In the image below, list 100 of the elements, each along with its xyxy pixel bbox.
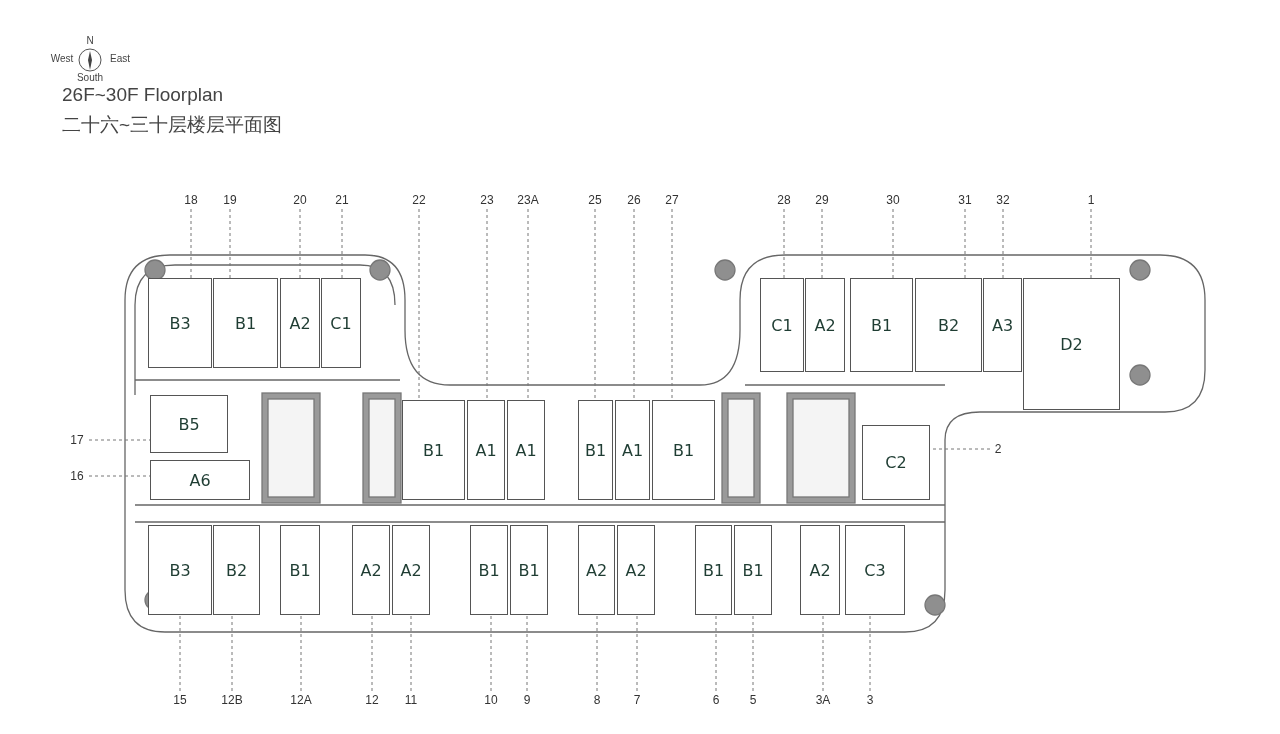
unit-type-label: B1 bbox=[289, 560, 311, 580]
leader-line bbox=[527, 208, 529, 401]
apartment-unit bbox=[280, 525, 320, 615]
subtitle: 二十六~三十层楼层平面图 bbox=[62, 113, 283, 137]
unit-number: 31 bbox=[958, 193, 972, 207]
unit-number: 28 bbox=[777, 193, 791, 207]
unit-type-label: B1 bbox=[742, 560, 764, 580]
unit-type-label: A2 bbox=[814, 315, 836, 335]
leader-line bbox=[371, 614, 373, 692]
leader-line bbox=[869, 614, 871, 692]
apartment-unit bbox=[862, 425, 930, 500]
unit-type-label: C1 bbox=[330, 313, 352, 333]
unit-number: 25 bbox=[588, 193, 602, 207]
unit-number: 15 bbox=[173, 693, 187, 707]
leader-line bbox=[596, 614, 598, 692]
unit-type-label: B1 bbox=[672, 440, 695, 460]
unit-type-label: B1 bbox=[478, 560, 500, 580]
apartment-unit bbox=[850, 278, 913, 372]
unit-number: 21 bbox=[335, 193, 349, 207]
leader-line bbox=[822, 614, 824, 692]
apartment-unit bbox=[507, 400, 545, 500]
unit-type-label: A1 bbox=[515, 440, 537, 460]
leader-line bbox=[671, 208, 673, 401]
apartment-unit bbox=[983, 278, 1022, 372]
leader-line bbox=[190, 208, 192, 279]
unit-type-label: A2 bbox=[289, 313, 311, 333]
apartment-unit bbox=[800, 525, 840, 615]
apartment-unit bbox=[760, 278, 804, 372]
apartment-unit bbox=[734, 525, 772, 615]
unit-type-label: A1 bbox=[475, 440, 497, 460]
apartment-unit bbox=[845, 525, 905, 615]
leader-line bbox=[418, 208, 420, 401]
unit-number: 20 bbox=[293, 193, 307, 207]
unit-type-label: A6 bbox=[189, 470, 211, 490]
leader-line bbox=[594, 208, 596, 401]
unit-type-label: B1 bbox=[518, 560, 540, 580]
apartment-unit bbox=[470, 525, 508, 615]
compass-letter: South bbox=[76, 72, 104, 83]
unit-type-label: B5 bbox=[178, 414, 200, 434]
unit-type-label: C3 bbox=[864, 560, 886, 580]
leader-line bbox=[964, 208, 966, 279]
unit-number: 5 bbox=[749, 693, 757, 707]
unit-number: 9 bbox=[523, 693, 531, 707]
apartment-unit bbox=[615, 400, 650, 500]
unit-number: 17 bbox=[70, 433, 84, 447]
leader-line bbox=[783, 208, 785, 279]
unit-number: 11 bbox=[404, 693, 418, 707]
unit-type-label: A2 bbox=[400, 560, 422, 580]
unit-type-label: B1 bbox=[234, 313, 257, 333]
unit-type-label: B2 bbox=[225, 560, 248, 580]
apartment-unit bbox=[392, 525, 430, 615]
apartment-unit bbox=[150, 460, 250, 500]
apartment-unit bbox=[1023, 278, 1120, 410]
unit-type-label: B1 bbox=[584, 440, 607, 460]
unit-number: 29 bbox=[815, 193, 829, 207]
leader-line bbox=[410, 614, 412, 692]
unit-number: 3A bbox=[815, 693, 831, 707]
apartment-unit bbox=[510, 525, 548, 615]
apartment-unit bbox=[148, 525, 212, 615]
apartment-unit bbox=[402, 400, 465, 500]
unit-type-label: A1 bbox=[621, 440, 644, 460]
unit-number: 23A bbox=[517, 193, 539, 207]
apartment-unit bbox=[578, 400, 613, 500]
apartment-unit bbox=[148, 278, 212, 368]
unit-type-label: C2 bbox=[885, 453, 907, 472]
leader-line bbox=[231, 614, 233, 692]
unit-number: 30 bbox=[886, 193, 900, 207]
leader-line bbox=[341, 208, 343, 279]
unit-number: 26 bbox=[627, 193, 641, 207]
unit-type-label: A3 bbox=[991, 315, 1014, 335]
leader-line bbox=[821, 208, 823, 279]
compass-letter: N bbox=[86, 35, 94, 46]
leader-line bbox=[300, 614, 302, 692]
apartment-unit bbox=[213, 525, 260, 615]
unit-number: 6 bbox=[712, 693, 720, 707]
unit-number: 12A bbox=[290, 693, 312, 707]
unit-number: 1 bbox=[1087, 193, 1095, 207]
leader-line bbox=[1090, 208, 1092, 279]
apartment-unit bbox=[805, 278, 845, 372]
unit-number: 23 bbox=[480, 193, 494, 207]
apartment-unit bbox=[280, 278, 320, 368]
apartment-unit bbox=[352, 525, 390, 615]
unit-number: 32 bbox=[996, 193, 1010, 207]
leader-line bbox=[526, 614, 528, 692]
leader-line bbox=[486, 208, 488, 401]
leader-line bbox=[752, 614, 754, 692]
apartment-unit bbox=[652, 400, 715, 500]
unit-type-label: A2 bbox=[585, 560, 608, 580]
leader-line bbox=[179, 614, 181, 692]
unit-number: 8 bbox=[593, 693, 601, 707]
unit-number: 3 bbox=[866, 693, 874, 707]
unit-type-label: D2 bbox=[1060, 334, 1083, 354]
unit-number: 22 bbox=[412, 193, 426, 207]
leader-line bbox=[299, 208, 301, 279]
unit-type-label: B1 bbox=[870, 315, 893, 335]
leader-line bbox=[1002, 208, 1004, 279]
compass-letter: East bbox=[110, 53, 130, 64]
apartment-unit bbox=[467, 400, 505, 500]
apartment-unit bbox=[321, 278, 361, 368]
unit-number: 16 bbox=[70, 469, 84, 483]
